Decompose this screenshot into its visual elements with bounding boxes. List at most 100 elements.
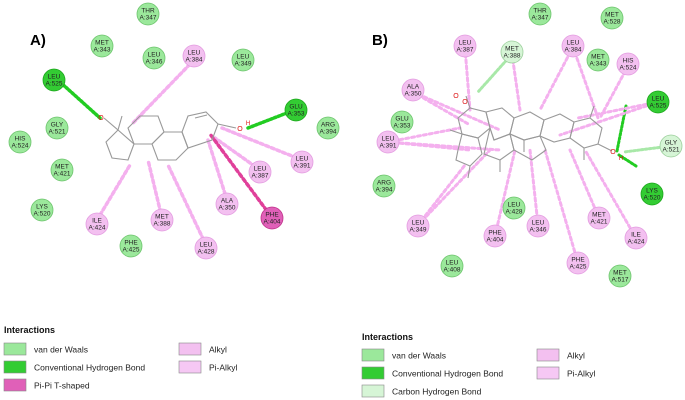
alkyl-line-phe425 [543,148,580,265]
legend-item-pipi: Pi-Pi T-shaped [3,378,90,392]
alkyl-line-ala350-2 [411,90,502,132]
residue-circle [390,110,414,134]
alkyl-line-leu384 [131,58,196,125]
atom-h: H [619,156,623,162]
residue-label: A:424 [89,225,106,232]
hbond-line-lys520 [617,153,638,168]
residue-circle [248,160,272,184]
residue-label: A:520 [34,211,51,218]
panel-b-interaction-lines [386,45,673,265]
residue-label: LEU [148,52,161,59]
legend-a-title: Interactions [4,325,55,335]
residue-circle [500,40,524,64]
ring-a-aromatic [181,111,219,149]
residue-label: MET [591,54,605,61]
residue-label: GLY [51,122,64,129]
atom-o1: O [98,115,104,122]
residue-label: LEU [652,96,665,103]
legend-label: Conventional Hydrogen Bond [34,363,145,373]
residue-label: ARG [377,180,391,187]
residue-label: A:524 [620,65,637,72]
residue-circle [659,134,683,158]
residue-label: A:425 [123,247,140,254]
residue-circle [640,182,664,206]
residue-circle [50,158,74,182]
residue-label: A:349 [235,61,252,68]
residue-label: A:528 [604,19,621,26]
legend-swatch [178,342,202,356]
residue-label: A:517 [612,277,629,284]
ring-a [539,113,575,143]
residue-label: A:353 [394,123,411,130]
residue-label: GLU [289,104,303,111]
ring-b2 [509,133,547,161]
residue-label: MET [155,214,169,221]
alkyl-line-leu384 [538,45,575,112]
legend-item-hbond: Conventional Hydrogen Bond [361,366,503,380]
legend-b-title: Interactions [362,332,413,342]
residue-label: PHE [488,230,502,237]
residue-circle [8,130,32,154]
residue-circle [528,2,552,26]
residue-label: LEU [412,220,425,227]
methyl-5 [589,105,595,119]
atom-o1: O [453,93,459,100]
alkyl-line-leu525-2 [558,100,660,137]
legend-swatch [361,348,385,362]
legend-item-alkyl: Alkyl [536,348,585,362]
residue-label: ARG [321,122,335,129]
residue-circle [372,174,396,198]
legend-swatch [361,384,385,398]
panel-b-ligand [449,95,613,179]
residue-circle [616,52,640,76]
legend-label: Alkyl [567,351,585,361]
legend-label: Pi-Pi T-shaped [34,381,90,391]
alkyl-line-met421 [568,148,601,220]
residue-label: A:404 [487,237,504,244]
pipi-line-phe404 [208,132,272,217]
residue-label: A:350 [219,205,236,212]
legend-label: Conventional Hydrogen Bond [392,369,503,379]
residue-circle [608,264,632,288]
residue-label: A:525 [46,81,63,88]
residue-label: A:346 [146,59,163,66]
residue-label: LEU [532,220,545,227]
residue-label: A:343 [94,47,111,54]
c17-o-bond [103,117,119,131]
residue-label: A:521 [49,129,66,136]
residue-circle [624,226,648,250]
residue-circle [561,34,585,58]
residue-label: A:391 [294,163,311,170]
residue-circle [231,48,255,72]
atom-o3: O [610,149,616,156]
residue-label: A:421 [54,171,71,178]
panel-b-label: B) [372,32,388,49]
residue-circle [90,34,114,58]
legend-item-alkyl: Alkyl [178,342,227,356]
c3-o-bond [217,123,237,129]
residue-label: LEU [237,54,250,61]
alkyl-line-leu349-2 [416,148,492,227]
